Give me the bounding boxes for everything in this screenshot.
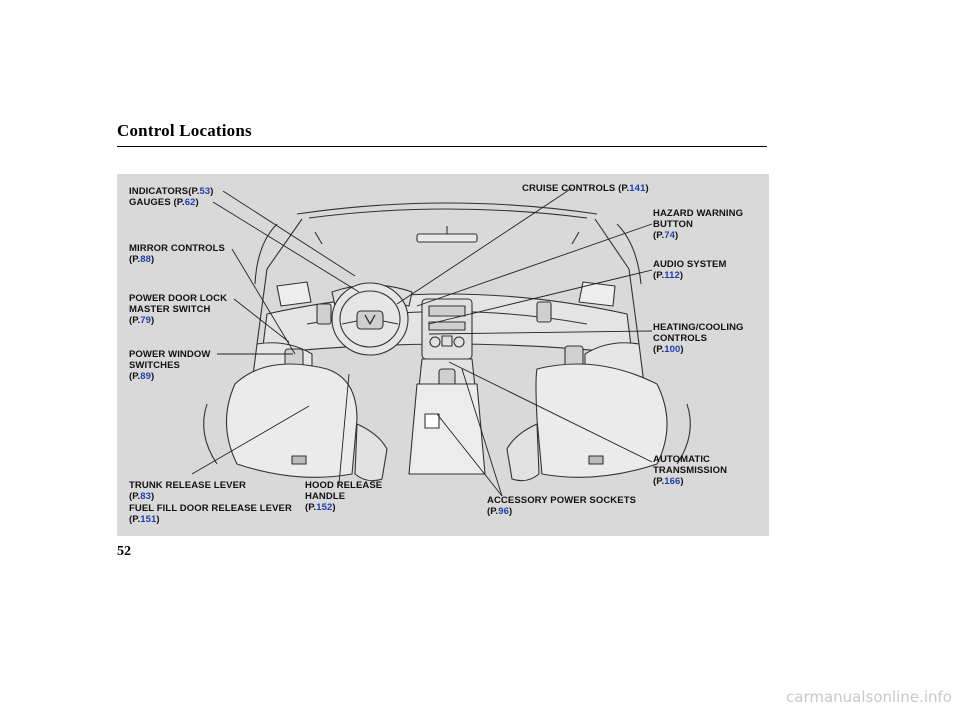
page-link[interactable]: 166: [664, 476, 681, 487]
page-number: 52: [117, 544, 131, 559]
label-text: CRUISE CONTROLS (P.: [522, 183, 630, 194]
label-text: (P.: [653, 230, 665, 241]
label-close: ): [151, 491, 155, 502]
label-close: ): [332, 502, 336, 513]
label-line: MIRROR CONTROLS: [129, 243, 225, 254]
label-automatic-transmission: AUTOMATIC TRANSMISSION (P.166): [653, 454, 727, 487]
title-rule: [117, 146, 767, 147]
label-close: ): [151, 254, 155, 265]
label-text: (P.: [129, 491, 141, 502]
page-link[interactable]: 88: [140, 254, 151, 265]
label-cruise-controls: CRUISE CONTROLS (P.141): [522, 183, 649, 194]
label-text: GAUGES (P.: [129, 197, 185, 208]
label-indicators: INDICATORS(P.53): [129, 186, 214, 197]
label-line: TRANSMISSION: [653, 465, 728, 476]
label-line: HAZARD WARNING: [653, 208, 744, 219]
label-text: (P.: [305, 502, 317, 513]
label-mirror-controls: MIRROR CONTROLS (P.88): [129, 243, 225, 265]
label-line: POWER WINDOW: [129, 349, 211, 360]
label-line: HOOD RELEASE: [305, 480, 383, 491]
label-line: TRUNK RELEASE LEVER: [129, 480, 246, 491]
label-line: HEATING/COOLING: [653, 322, 744, 333]
page-link[interactable]: 79: [140, 315, 151, 326]
page-link[interactable]: 152: [316, 502, 333, 513]
label-accessory-power-sockets: ACCESSORY POWER SOCKETS (P.96): [487, 495, 636, 517]
page-link[interactable]: 112: [664, 270, 680, 281]
label-line: AUDIO SYSTEM: [653, 259, 727, 270]
page-link[interactable]: 89: [140, 371, 151, 382]
label-text: (P.: [653, 344, 665, 355]
page-link[interactable]: 74: [664, 230, 675, 241]
page-link[interactable]: 151: [140, 514, 157, 525]
page-link[interactable]: 96: [498, 506, 509, 517]
label-line: CONTROLS: [653, 333, 708, 344]
label-hazard-warning: HAZARD WARNING BUTTON (P.74): [653, 208, 743, 241]
page-link[interactable]: 62: [184, 197, 196, 208]
label-line: POWER DOOR LOCK: [129, 293, 228, 304]
car-interior-illustration: [191, 187, 691, 497]
watermark: carmanualsonline.info: [786, 688, 952, 706]
label-close: ): [195, 197, 199, 208]
page-link[interactable]: 53: [199, 186, 211, 197]
label-heating-cooling: HEATING/COOLING CONTROLS (P.100): [653, 322, 744, 355]
label-line: FUEL FILL DOOR RELEASE LEVER: [129, 503, 292, 514]
label-close: ): [680, 476, 684, 487]
page-link[interactable]: 141: [629, 183, 646, 194]
label-close: ): [156, 514, 160, 525]
label-close: ): [679, 270, 684, 281]
label-power-door-lock: POWER DOOR LOCK MASTER SWITCH (P.79): [129, 293, 227, 326]
label-close: ): [645, 183, 649, 194]
label-line: ACCESSORY POWER SOCKETS: [487, 495, 637, 506]
label-close: ): [509, 506, 513, 517]
label-line: HANDLE: [305, 491, 346, 502]
page-link[interactable]: 83: [140, 491, 151, 502]
label-text: (P.: [653, 270, 665, 281]
label-close: ): [210, 186, 214, 197]
label-close: ): [151, 371, 155, 382]
label-line: AUTOMATIC: [653, 454, 711, 465]
label-text: (P.: [129, 514, 141, 525]
page-link[interactable]: 100: [664, 344, 681, 355]
label-close: ): [151, 315, 155, 326]
label-text: (P.: [487, 506, 499, 517]
label-close: ): [680, 344, 684, 355]
label-line: MASTER SWITCH: [129, 304, 211, 315]
label-line: BUTTON: [653, 219, 694, 230]
label-gauges: GAUGES (P.62): [129, 197, 199, 208]
page-title: Control Locations: [117, 121, 252, 140]
label-text: (P.: [129, 315, 141, 326]
label-line: SWITCHES: [129, 360, 180, 371]
label-fuel-fill: FUEL FILL DOOR RELEASE LEVER (P.151): [129, 503, 292, 525]
label-text: (P.: [129, 371, 141, 382]
label-text: (P.: [129, 254, 141, 265]
label-audio-system: AUDIO SYSTEM (P.112): [653, 259, 727, 281]
label-close: ): [675, 230, 679, 241]
label-text: INDICATORS(P.: [129, 186, 200, 197]
label-trunk-release: TRUNK RELEASE LEVER (P.83): [129, 480, 246, 502]
label-text: (P.: [653, 476, 665, 487]
label-power-window: POWER WINDOW SWITCHES (P.89): [129, 349, 210, 382]
label-hood-release: HOOD RELEASE HANDLE (P.152): [305, 480, 382, 513]
